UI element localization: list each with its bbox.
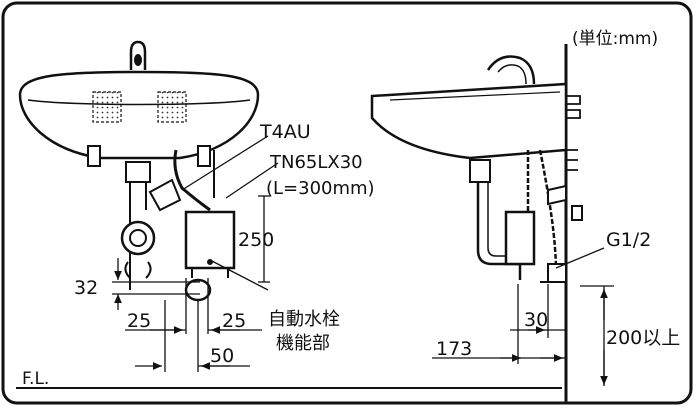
dim-200-label: 200以上: [606, 327, 680, 349]
dim-25-right-label: 25: [222, 310, 246, 332]
dim-32-label: 32: [74, 277, 98, 299]
auto-valve-label-1: 自動水栓: [268, 309, 340, 330]
front-dimensions: [112, 195, 270, 372]
thread-size-label: G1/2: [606, 229, 651, 251]
unit-label: (単位:mm): [572, 29, 658, 49]
auto-valve-label-2: 機能部: [276, 333, 330, 354]
floor-level-label: F.L.: [22, 369, 49, 389]
dim-25-left-label: 25: [127, 310, 151, 332]
side-dimensions: [432, 247, 614, 386]
auto-valve-unit: [184, 210, 236, 270]
side-view: [370, 55, 583, 283]
front-view: [18, 40, 260, 302]
front-leaders: [181, 135, 279, 291]
basin-side: [370, 82, 568, 160]
dim-50-label: 50: [210, 345, 234, 367]
hose-length-label: (L=300mm): [266, 178, 375, 199]
dim-30-label: 30: [524, 309, 548, 331]
faucet-model-label: T4AU: [259, 121, 311, 143]
hose-model-label: TN65LX30: [269, 152, 363, 173]
dim-173-label: 173: [436, 338, 472, 360]
height-250-label: 250: [238, 229, 274, 251]
basin-front: [18, 70, 260, 160]
